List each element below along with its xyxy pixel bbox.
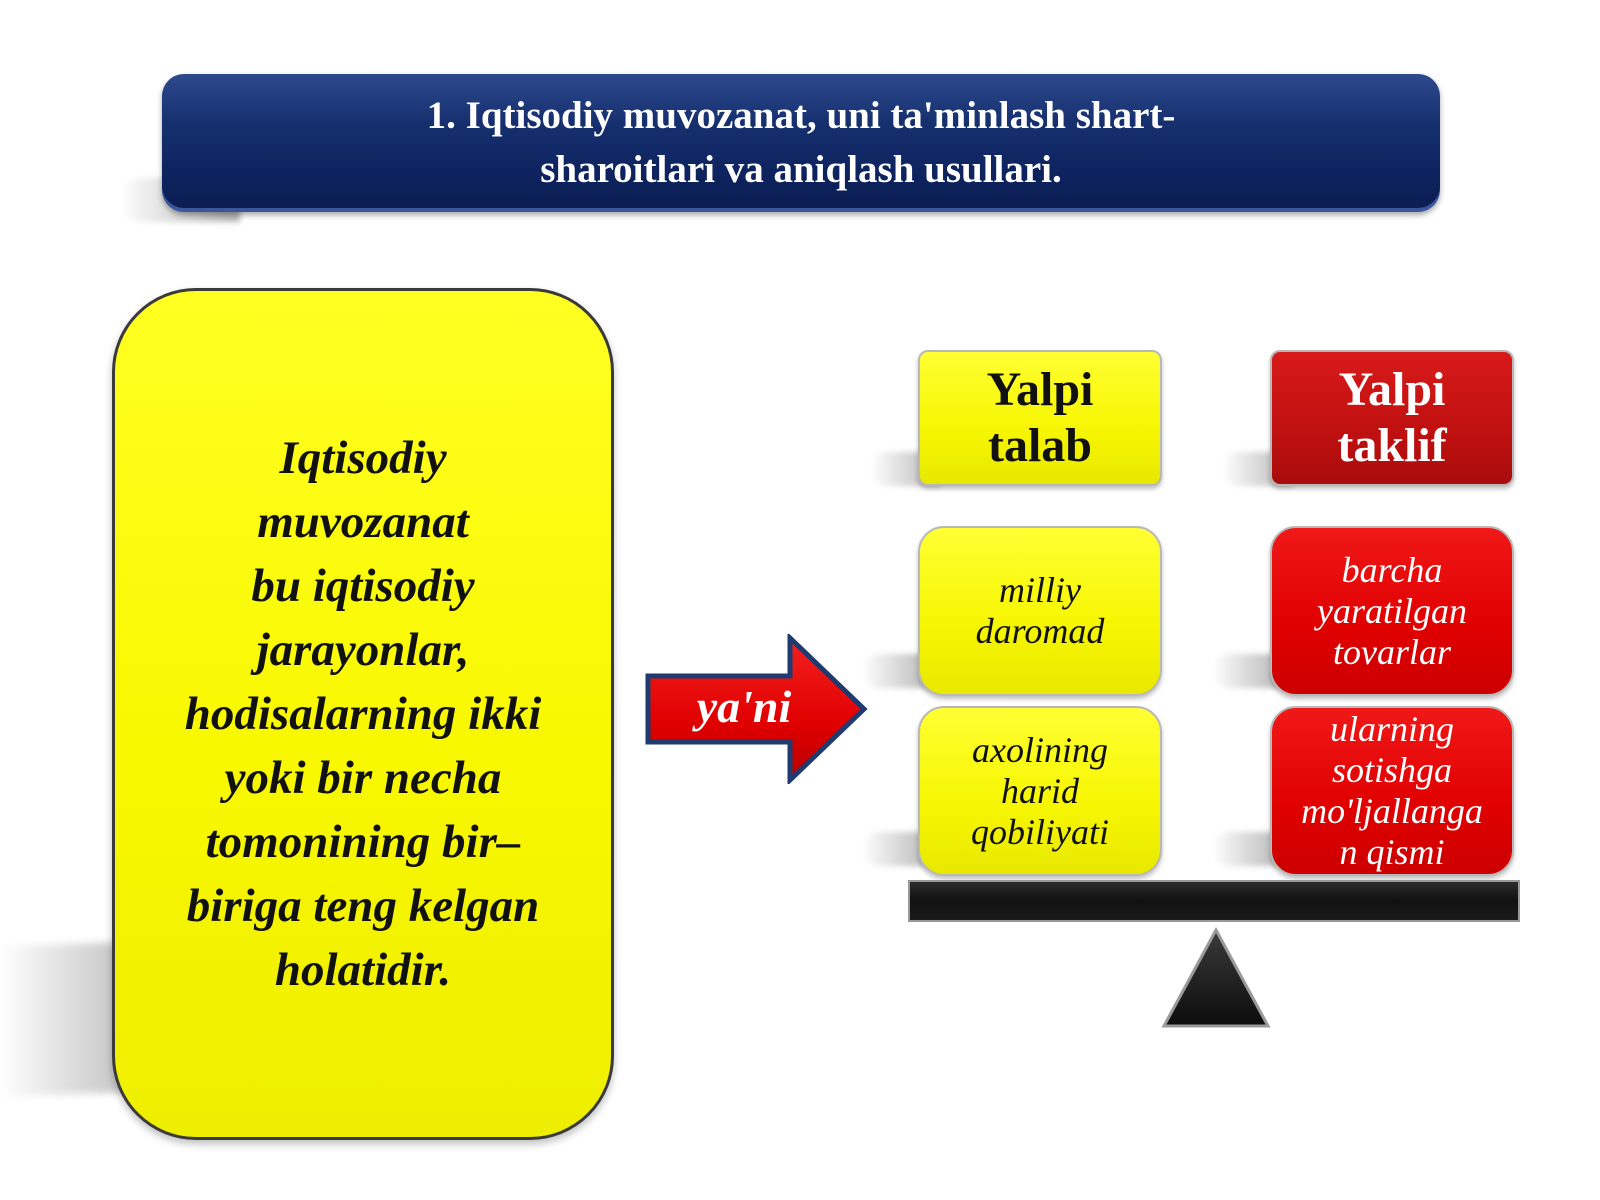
supply-item-all-goods: barcha yaratilgan tovarlar xyxy=(1270,526,1514,696)
demand-item-line: harid xyxy=(1000,770,1079,811)
definition-line: biriga teng kelgan xyxy=(186,880,540,932)
title-line-2: sharoitlari va aniqlash usullari. xyxy=(540,148,1062,191)
demand-item-national-income: milliy daromad xyxy=(918,526,1162,696)
definition-line: Iqtisodiy xyxy=(279,432,447,484)
arrow-label: ya'ni xyxy=(696,681,792,732)
title-banner: 1. Iqtisodiy muvozanat, uni ta'minlash s… xyxy=(162,74,1440,212)
supply-item-line: n qismi xyxy=(1339,832,1445,872)
balance-beam xyxy=(908,880,1520,922)
definition-line: yoki bir necha xyxy=(224,752,502,804)
fulcrum-triangle-icon xyxy=(1161,926,1271,1028)
definition-text: Iqtisodiy muvozanat bu iqtisodiy jarayon… xyxy=(143,426,583,1002)
supply-header-line: taklif xyxy=(1337,419,1447,472)
title-line-1: 1. Iqtisodiy muvozanat, uni ta'minlash s… xyxy=(426,94,1176,137)
supply-header-line: Yalpi xyxy=(1338,363,1446,416)
supply-item-line: ularning xyxy=(1329,709,1454,749)
definition-box: Iqtisodiy muvozanat bu iqtisodiy jarayon… xyxy=(112,288,614,1140)
definition-line: holatidir. xyxy=(274,944,452,996)
supply-item-for-sale: ularning sotishga mo'ljallanga n qismi xyxy=(1270,706,1514,876)
definition-line: tomonining bir– xyxy=(205,816,521,868)
demand-item-line: daromad xyxy=(975,611,1105,651)
demand-header-line: talab xyxy=(987,419,1092,472)
demand-header-line: Yalpi xyxy=(986,363,1094,416)
definition-line: bu iqtisodiy xyxy=(251,560,475,612)
supply-item-line: mo'ljallanga xyxy=(1301,791,1483,831)
definition-line: muvozanat xyxy=(257,496,469,548)
supply-item-line: barcha xyxy=(1341,549,1443,590)
demand-item-line: axolining xyxy=(972,729,1108,770)
demand-header: Yalpi talab xyxy=(918,350,1162,486)
arrow-right-icon xyxy=(645,634,868,784)
definition-line: hodisalarning ikki xyxy=(184,688,542,740)
supply-item-line: tovarlar xyxy=(1332,631,1451,672)
demand-item-line: milliy xyxy=(999,570,1081,610)
slide-title: 1. Iqtisodiy muvozanat, uni ta'minlash s… xyxy=(351,89,1251,197)
demand-item-purchasing-power: axolining harid qobiliyati xyxy=(918,706,1162,876)
supply-item-line: sotishga xyxy=(1331,750,1453,790)
definition-line: jarayonlar, xyxy=(256,624,470,676)
demand-item-line: qobiliyati xyxy=(971,811,1109,852)
supply-header: Yalpi taklif xyxy=(1270,350,1514,486)
supply-item-line: yaratilgan xyxy=(1317,590,1467,631)
